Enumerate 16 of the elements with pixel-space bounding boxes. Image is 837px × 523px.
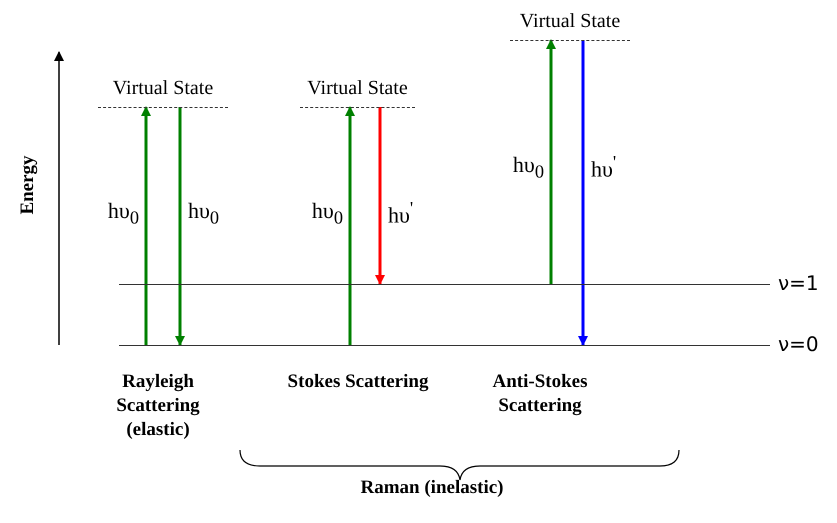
caption-label: Anti-Stokes Scattering bbox=[491, 370, 588, 418]
transition-arrow bbox=[375, 107, 385, 285]
state-label: Virtual State bbox=[307, 77, 408, 100]
caption-label: Raman (inelastic) bbox=[359, 476, 504, 500]
axis-title: Energy bbox=[16, 155, 39, 215]
level-label: ν=1 bbox=[778, 271, 819, 295]
state-label: Virtual State bbox=[112, 77, 214, 100]
caption-label: Rayleigh Scattering (elastic) bbox=[115, 370, 201, 442]
transition-arrow bbox=[546, 39, 556, 284]
transition-arrow bbox=[578, 40, 588, 346]
transition-arrow bbox=[345, 106, 355, 345]
state-label: Virtual State bbox=[520, 10, 620, 33]
level-label: ν=0 bbox=[778, 332, 819, 356]
transition-arrow bbox=[175, 107, 185, 346]
caption-label: Stokes Scattering bbox=[286, 370, 430, 394]
transition-arrow bbox=[141, 106, 151, 345]
